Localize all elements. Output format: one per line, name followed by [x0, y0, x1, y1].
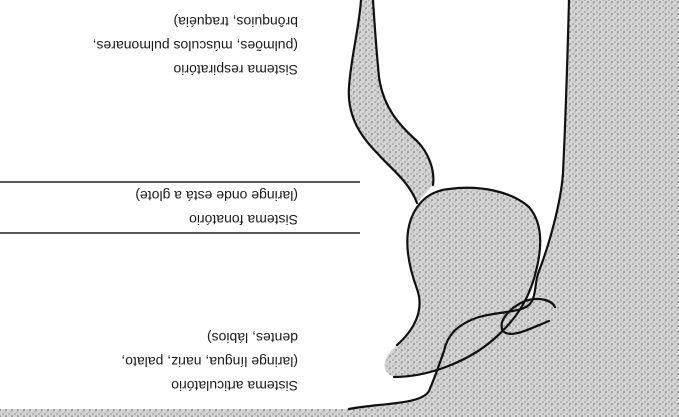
label-respiratory-title: Sistema respiratório	[173, 62, 298, 78]
label-articulatory-line1: (laringe língua, nariz, palato,	[121, 354, 298, 370]
label-articulatory: Sistema articulatório (laringe língua, n…	[121, 330, 298, 394]
label-phonatory: Sistema fonatório (laringe onde está a g…	[135, 188, 298, 228]
label-respiratory-line1: (pulmões, músculos pulmonares,	[93, 38, 298, 54]
label-respiratory-line2: brônquios, traquéia)	[173, 14, 298, 30]
label-respiratory: Sistema respiratório (pulmões, músculos …	[93, 14, 298, 78]
pharynx-column	[349, 0, 434, 203]
label-articulatory-title: Sistema articulatório	[171, 378, 298, 394]
label-phonatory-title: Sistema fonatório	[189, 212, 298, 228]
label-articulatory-line2: dentes, lábios)	[207, 330, 298, 346]
label-phonatory-line1: (laringe onde está a glote)	[135, 188, 298, 204]
